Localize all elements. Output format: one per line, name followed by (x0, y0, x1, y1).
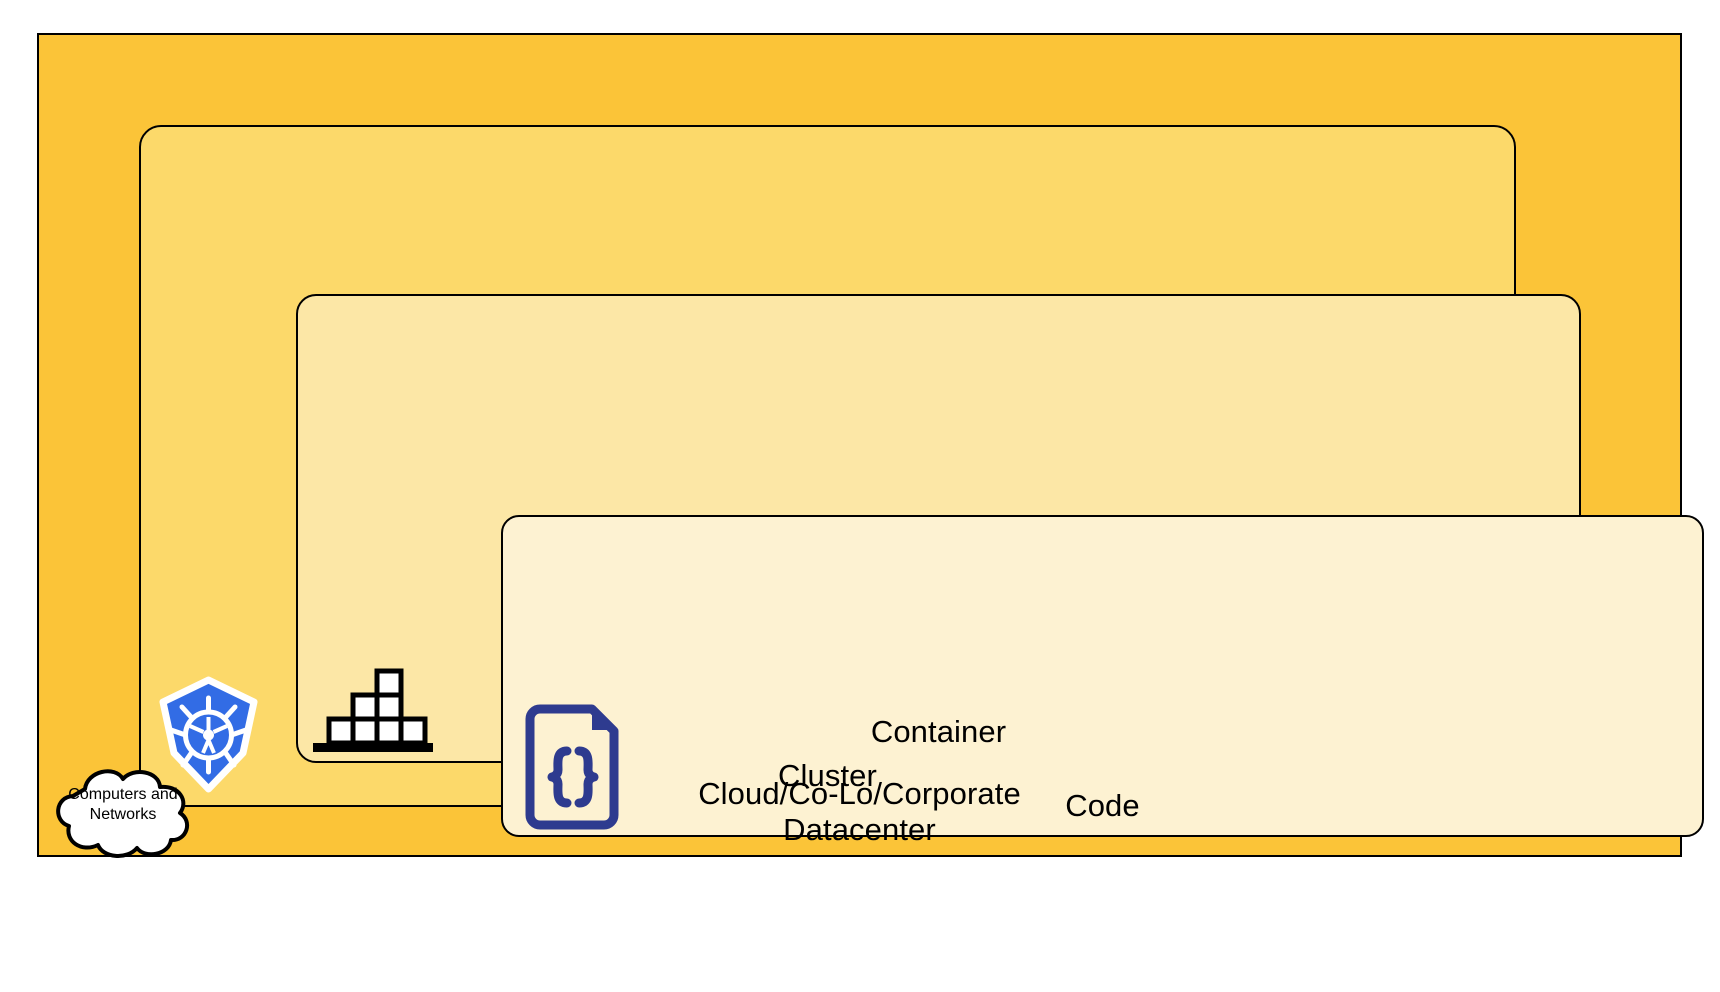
layer-label-cluster: Cluster (778, 757, 877, 793)
layer-datacenter[interactable]: Code (37, 33, 1704, 858)
layer-label-datacenter: Cloud/Co-Lo/Corporate Datacenter (698, 776, 1021, 847)
layer-container[interactable]: Code (296, 294, 1704, 837)
layer-label-container: Container (870, 713, 1007, 749)
layer-label-code: Code (1065, 787, 1140, 823)
code-document-icon (520, 704, 624, 830)
brick-stack-icon (311, 667, 435, 753)
layer-code[interactable]: Code (501, 515, 1704, 837)
layer-cluster[interactable]: Code (139, 125, 1704, 837)
kubernetes-icon (151, 676, 266, 793)
